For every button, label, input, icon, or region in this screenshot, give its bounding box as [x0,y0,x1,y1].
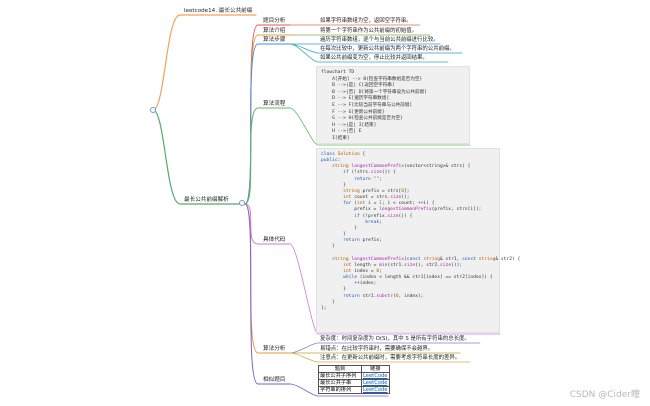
code-line: return ""; [354,176,382,182]
leaf-complexity: 复杂度：时间复杂度为 O(S)，其中 S 是所有字符串的总长度。 [320,336,470,342]
watermark: CSDN @Cider瞳 [569,390,640,400]
node-top-title[interactable]: leetcode14. 最长公共前缀 [184,8,253,14]
code-line: } [321,244,335,250]
solution-code-block: class Solution {public: string longestCo… [316,148,521,333]
leaf-step-3: 如果公共前缀变为空，停止比较并返回结果。 [320,55,428,61]
code-line: } [321,225,357,231]
code-line: string longestCommonPrefix(vector<string… [332,164,471,170]
flowchart-line: H -->|否| E [321,129,362,135]
code-line: string longestCommonPrefix(const string&… [332,256,521,262]
connector-problem [244,24,291,205]
node-algorithm-analysis[interactable]: 算法分析 [263,346,286,352]
code-line: return prefix; [343,238,382,244]
node-algorithm-flow[interactable]: 算法流程 [263,101,286,107]
code-line: } [321,232,346,238]
node-concrete-code[interactable]: 具体代码 [263,237,286,243]
flowchart-line: I[结果] [321,135,350,141]
leaf-step-1: 遍历字符串数组，逐个与当前公共前缀进行比较。 [320,37,439,43]
code-line: string prefix = strs[0]; [343,188,410,194]
similar-problems-table: 题目 链接 最长公共子序列 LeetCode 最长公共子串 LeetCode 字… [318,365,390,394]
connector-root [152,109,243,205]
code-line: public: [321,158,341,164]
code-line: break; [365,219,382,225]
node-problem-analysis[interactable]: 题目分析 [263,18,286,24]
connector-similar [244,203,291,385]
connector-flow [244,107,291,205]
flowchart-line: B -->|否| D[将第一个字符串设为公共前缀] [321,89,427,95]
node-algorithm-steps[interactable]: 算法步骤 [263,37,286,43]
code-line: } [321,287,346,293]
connector-leaf-note [289,352,471,363]
code-line: } [321,299,335,305]
table-row: 最长公共子序列 LeetCode [318,372,390,380]
node-algorithm-intro[interactable]: 算法介绍 [263,28,286,34]
table-row: 最长公共子串 LeetCode [318,379,390,387]
leaf-step-2: 在每次比较中，更新公共前缀为两个字符串的公共前缀。 [320,46,455,52]
code-line: while (index < length && str1[index] == … [343,275,493,281]
flowchart-line: flowchart TD [321,70,355,75]
flowchart-line: G --> H{检查公共前缀是否为空} [321,116,403,122]
table-row: 字符串的排列 LeetCode [318,386,390,394]
table-cell-link: LeetCode [361,372,390,380]
leaf-algo-text: 将第一个字符串作为公共前缀的初始值。 [320,28,418,34]
node-similar-problems[interactable]: 相似题目 [263,377,286,383]
table-cell-title: 最长公共子序列 [318,372,362,380]
code-line: ++index; [321,281,377,287]
leetcode-link[interactable]: LeetCode [363,373,388,379]
collapse-toggle-icon[interactable] [150,107,156,113]
flowchart-line: E --> F[比较当前字符串与公共前缀] [321,102,413,108]
table-header-title: 题目 [318,365,362,373]
connector-steps [244,43,291,205]
flowchart-line: F --> G[更新公共前缀] [321,109,385,115]
table-header-row: 题目 链接 [318,365,390,373]
code-line: }; [321,305,327,311]
code-line: int length = min(str1.size(), str2.size(… [343,262,463,268]
table-cell-link: LeetCode [361,379,390,387]
code-line: int count = strs.size(); [343,195,410,201]
leetcode-link[interactable]: LeetCode [363,380,388,386]
code-line: int index = 0; [343,268,382,274]
connector-leaf-flow [289,107,471,146]
code-line: if (!prefix.size()) { [354,213,413,219]
connector-leaf-step [289,43,449,63]
connector-leaf-code [289,243,501,335]
flowchart-line: H -->|是| I[结束] [321,122,377,128]
flowchart-line: A[开始] --> B{检查字符串数组是否为空} [321,76,423,82]
table-cell-title: 最长公共子串 [318,379,362,387]
table-cell-link: LeetCode [361,386,390,394]
code-line: return str1.substr(0, index); [343,293,424,299]
leetcode-link[interactable]: LeetCode [363,387,388,393]
connector-top [152,14,257,111]
connector-leaf-table [289,383,389,397]
code-line: for (int i = 1; i < count; ++i) { [343,201,435,207]
flowchart-line: B -->|是| C[返回空字符串] [321,83,395,89]
leaf-note: 注意点：在更新公共前缀时，需要考虑字符串长度的差异。 [320,355,461,361]
node-root[interactable]: 最长公共前缀解析 [184,197,229,203]
code-line: prefix = longestCommonPrefix(prefix, str… [321,207,482,213]
table-header-link: 链接 [361,365,390,373]
connector-code [244,203,291,245]
connector-analysis [244,203,291,354]
code-line: } [321,182,346,188]
leaf-problem-text: 如果字符串数组为空，返回空字符串。 [320,18,412,24]
table-cell-title: 字符串的排列 [318,386,362,394]
flowchart-line: D --> E[遍历字符串数组] [321,96,390,102]
code-line: if (!strs.size()) { [343,170,396,176]
leaf-pitfall: 易错点：在比较字符串时，需要确保不会越界。 [320,346,434,352]
code-line: class Solution { [321,152,366,157]
flowchart-code-block: flowchart TD A[开始] --> B{检查字符串数组是否为空} B … [316,66,470,144]
collapse-toggle-icon[interactable] [239,200,245,206]
